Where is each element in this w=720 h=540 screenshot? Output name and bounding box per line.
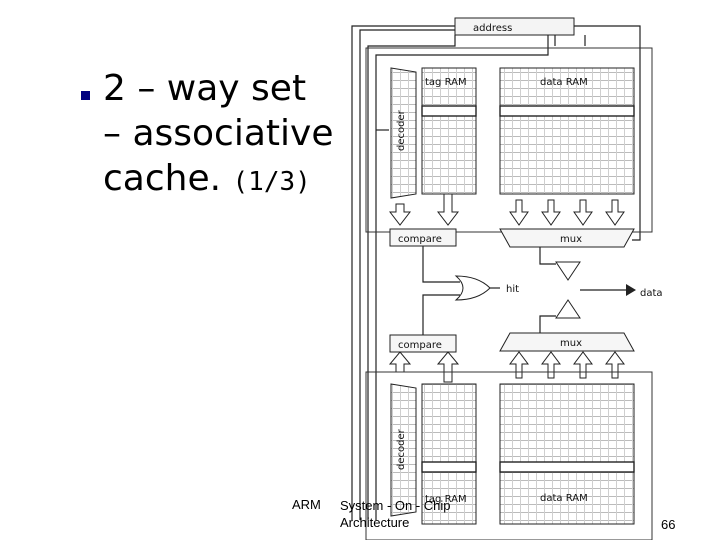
top-mux-label: mux [560,234,582,245]
top-tag-ram-label: tag RAM [425,77,467,88]
address-label: address [473,23,512,34]
title-suffix: (1/3) [232,167,311,197]
top-compare-label: compare [398,234,442,245]
top-data-ram-label: data RAM [540,77,588,88]
top-down-arrows [388,193,625,226]
bottom-output-buffer [555,299,581,319]
hit-wiring [422,246,628,335]
page-number: 66 [661,517,676,532]
top-decoder-label: decoder [396,109,407,151]
bottom-mux-label: mux [560,338,582,349]
title-line-3: cache. (1/3) [103,156,353,205]
bottom-frame [365,371,653,540]
bottom-compare-label: compare [398,340,442,351]
slide-title: 2 – way set – associative cache. (1/3) [103,66,353,205]
top-data-ram [499,67,635,195]
bottom-decoder-label: decoder [396,428,407,470]
title-line-3-text: cache. [103,158,222,199]
or-gate [454,275,491,301]
bottom-tag-ram [421,383,477,525]
footer-left: ARM [292,497,321,512]
hit-label: hit [506,284,519,295]
bottom-mux [499,332,635,352]
data-output-label: data [640,288,663,299]
bullet-marker [81,91,90,100]
bottom-compare-box [389,334,457,353]
bottom-data-ram-label: data RAM [540,493,588,504]
bottom-up-arrows [388,351,625,383]
bottom-data-ram [499,383,635,525]
title-line-1: 2 – way set [103,68,307,109]
top-output-buffer [555,261,581,281]
bottom-tag-ram-label: tag RAM [425,494,467,505]
footer-center-line-2: Architecture [340,515,410,530]
bottom-decoder [390,383,417,517]
address-bus-lines [351,25,641,520]
data-output-arrow [626,284,636,296]
footer-center-line-1: System - On - Chip [340,498,451,513]
top-mux [499,228,635,248]
title-line-2: – associative [103,113,334,154]
footer-center: System - On - Chip Architecture [340,497,520,531]
top-decoder [390,67,417,199]
